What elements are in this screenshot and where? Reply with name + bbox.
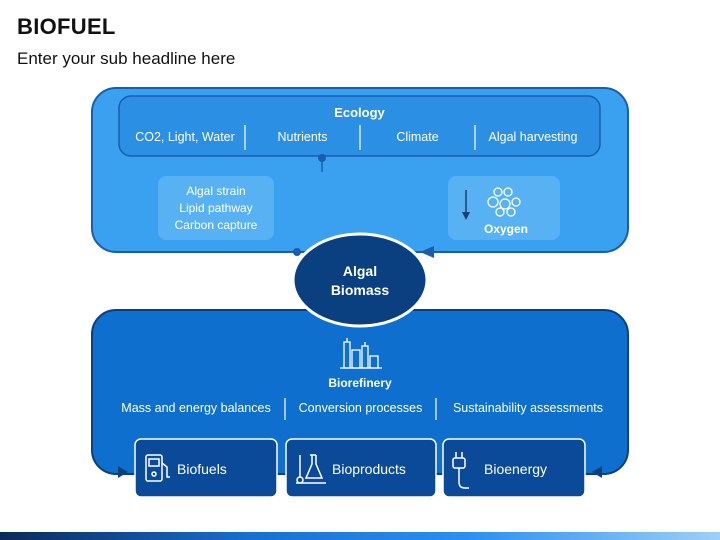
ecology-item-nutrients: Nutrients — [277, 130, 328, 144]
page-title: BIOFUEL — [17, 14, 116, 39]
biorefinery-item-conversion: Conversion processes — [298, 401, 423, 415]
refinery-icon — [340, 338, 382, 369]
bottom-decor-bar — [0, 532, 720, 540]
biorefinery-label: Biorefinery — [328, 376, 392, 390]
ecology-item-harvesting: Algal harvesting — [488, 130, 578, 144]
fuel-pump-icon — [145, 454, 170, 482]
strain-line-1: Algal strain — [186, 184, 246, 198]
left-side-arrow — [118, 466, 128, 478]
oxygen-label: Oxygen — [483, 222, 528, 236]
strain-box — [158, 176, 274, 240]
oxygen-molecule-icon — [487, 187, 521, 217]
right-connector-arrow — [420, 246, 434, 258]
left-connector-dot — [293, 248, 301, 256]
strain-line-3: Carbon capture — [174, 218, 258, 232]
page-subtitle: Enter your sub headline here — [17, 49, 236, 68]
down-arrow-head — [462, 212, 470, 220]
product-label-bioenergy: Bioenergy — [484, 461, 548, 477]
ecology-heading: Ecology — [334, 105, 385, 120]
product-label-bioproducts: Bioproducts — [332, 461, 406, 477]
biorefinery-item-sustainability: Sustainability assessments — [452, 401, 604, 415]
product-box-bioenergy — [442, 438, 586, 498]
right-side-arrow — [592, 466, 602, 478]
strain-line-2: Lipid pathway — [179, 201, 253, 215]
center-label-line1: Algal — [342, 263, 378, 279]
power-plug-icon — [452, 452, 469, 489]
center-ellipse — [291, 232, 429, 328]
biorefinery-item-mass: Mass and energy balances — [121, 401, 271, 415]
ecology-item-climate: Climate — [396, 130, 439, 144]
center-label-line2: Biomass — [330, 282, 390, 298]
product-label-biofuels: Biofuels — [177, 461, 227, 477]
lab-flask-icon — [296, 454, 326, 484]
product-box-biofuels — [134, 438, 278, 498]
oxygen-box — [448, 176, 560, 240]
ecology-item-co2: CO2, Light, Water — [135, 130, 235, 144]
